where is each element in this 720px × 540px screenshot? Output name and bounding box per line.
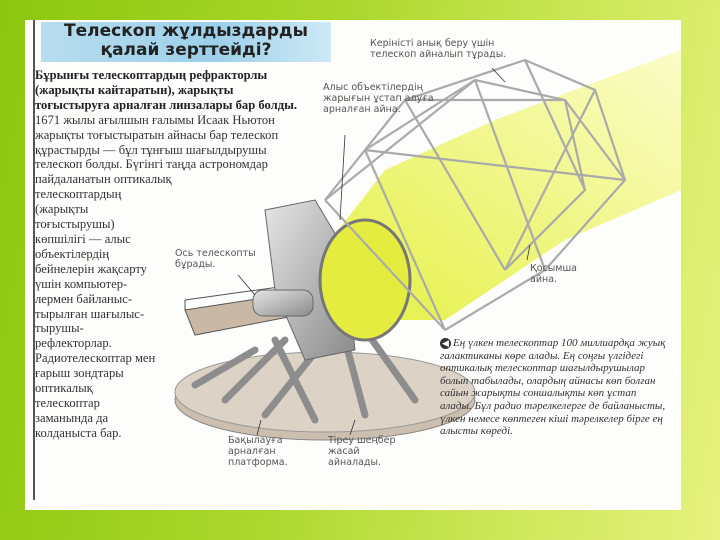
arrow-left-icon: ◀ [440,338,451,349]
body-bold-intro: Бұрынғы телескоптардың рефракторлы (жары… [35,68,298,112]
title-line-2: қалай зерттейді? [100,40,272,60]
caption-secondary-mirror: Қосымша айна. [530,263,577,285]
telescope-illustration [174,50,681,441]
side-note-text: Ең үлкен телескоптар 100 миллиардқа жуық… [440,337,666,438]
caption-ring: Тіреу шеңбер жасай айналады. [328,435,396,468]
support-legs [191,326,419,424]
page-title: Телескоп жұлдыздарды қалай зерттейді? [41,22,331,62]
body-text-narrow: телескоптардың (жарықты тоғыстырушы) көп… [35,187,156,440]
caption-platform: Бақылауға арналған платформа. [228,435,288,468]
primary-mirror [318,218,412,342]
body-text: Бұрынғы телескоптардың рефракторлы (жары… [35,68,310,441]
axis-cylinder [252,289,314,317]
body-text-wide: 1671 жылы ағылшын ғалымы Исаак Ньютон жа… [35,112,279,187]
title-line-1: Телескоп жұлдыздарды [64,21,308,41]
side-note: ◀Ең үлкен телескоптар 100 миллиардқа жуы… [440,337,670,438]
truss-frame [324,58,627,331]
caption-mirror: Алыс объектілердің жарығын ұстап алуға а… [323,82,434,115]
caption-leader-lines [237,67,531,436]
caption-axis: Ось телескопты бұрады. [175,248,256,270]
caption-rotate: Керіністі анық беру үшін телескоп айналы… [370,38,507,60]
page-edge-line [33,20,35,500]
textbook-page: Телескоп жұлдыздарды қалай зерттейді? Бұ… [25,20,681,510]
